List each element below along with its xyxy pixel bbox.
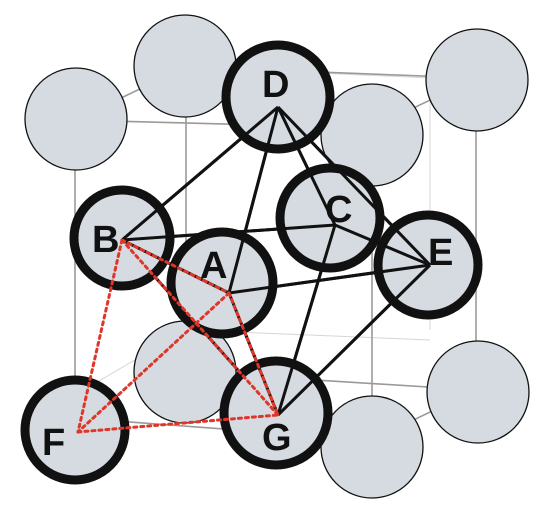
- label-G: G: [262, 417, 292, 459]
- bond-D-C-front: [276, 106, 337, 226]
- label-E: E: [428, 232, 453, 274]
- label-D: D: [262, 64, 289, 106]
- dotted-F-G: [76, 413, 280, 434]
- atom-F: [20, 375, 130, 485]
- dotted-B-A: [120, 238, 231, 295]
- bond-D-B-front: [121, 105, 279, 242]
- bond-E-G-front: [276, 263, 432, 417]
- label-F: F: [42, 422, 65, 464]
- bond-D-E-front: [276, 105, 432, 267]
- dotted-B-F: [76, 238, 124, 434]
- bond-C-E-front: [334, 223, 431, 267]
- label-B: B: [92, 219, 119, 261]
- corner-atom-back-top-right: [425, 28, 529, 132]
- bond-D-A-front: [227, 106, 280, 294]
- corner-atom-back-top-left: [133, 14, 237, 118]
- label-A: A: [200, 245, 227, 287]
- bond-A-E-front: [228, 263, 431, 295]
- dotted-A-G: [227, 291, 280, 417]
- dotted-A-F: [76, 291, 231, 434]
- corner-atom-front-bottom-right: [320, 395, 424, 499]
- corner-atom-back-bottom-right: [426, 340, 530, 444]
- bond-B-C-front: [121, 223, 336, 242]
- atom-labels: D C B A E F G: [42, 64, 453, 464]
- label-C: C: [325, 189, 352, 231]
- tetrahedron-dotted-lines: [76, 238, 280, 434]
- atom-D: [221, 40, 335, 154]
- dotted-B-G: [120, 238, 280, 417]
- corner-atoms: [24, 14, 530, 499]
- corner-atom-front-top-left: [24, 67, 128, 171]
- bond-C-G-front: [276, 224, 337, 416]
